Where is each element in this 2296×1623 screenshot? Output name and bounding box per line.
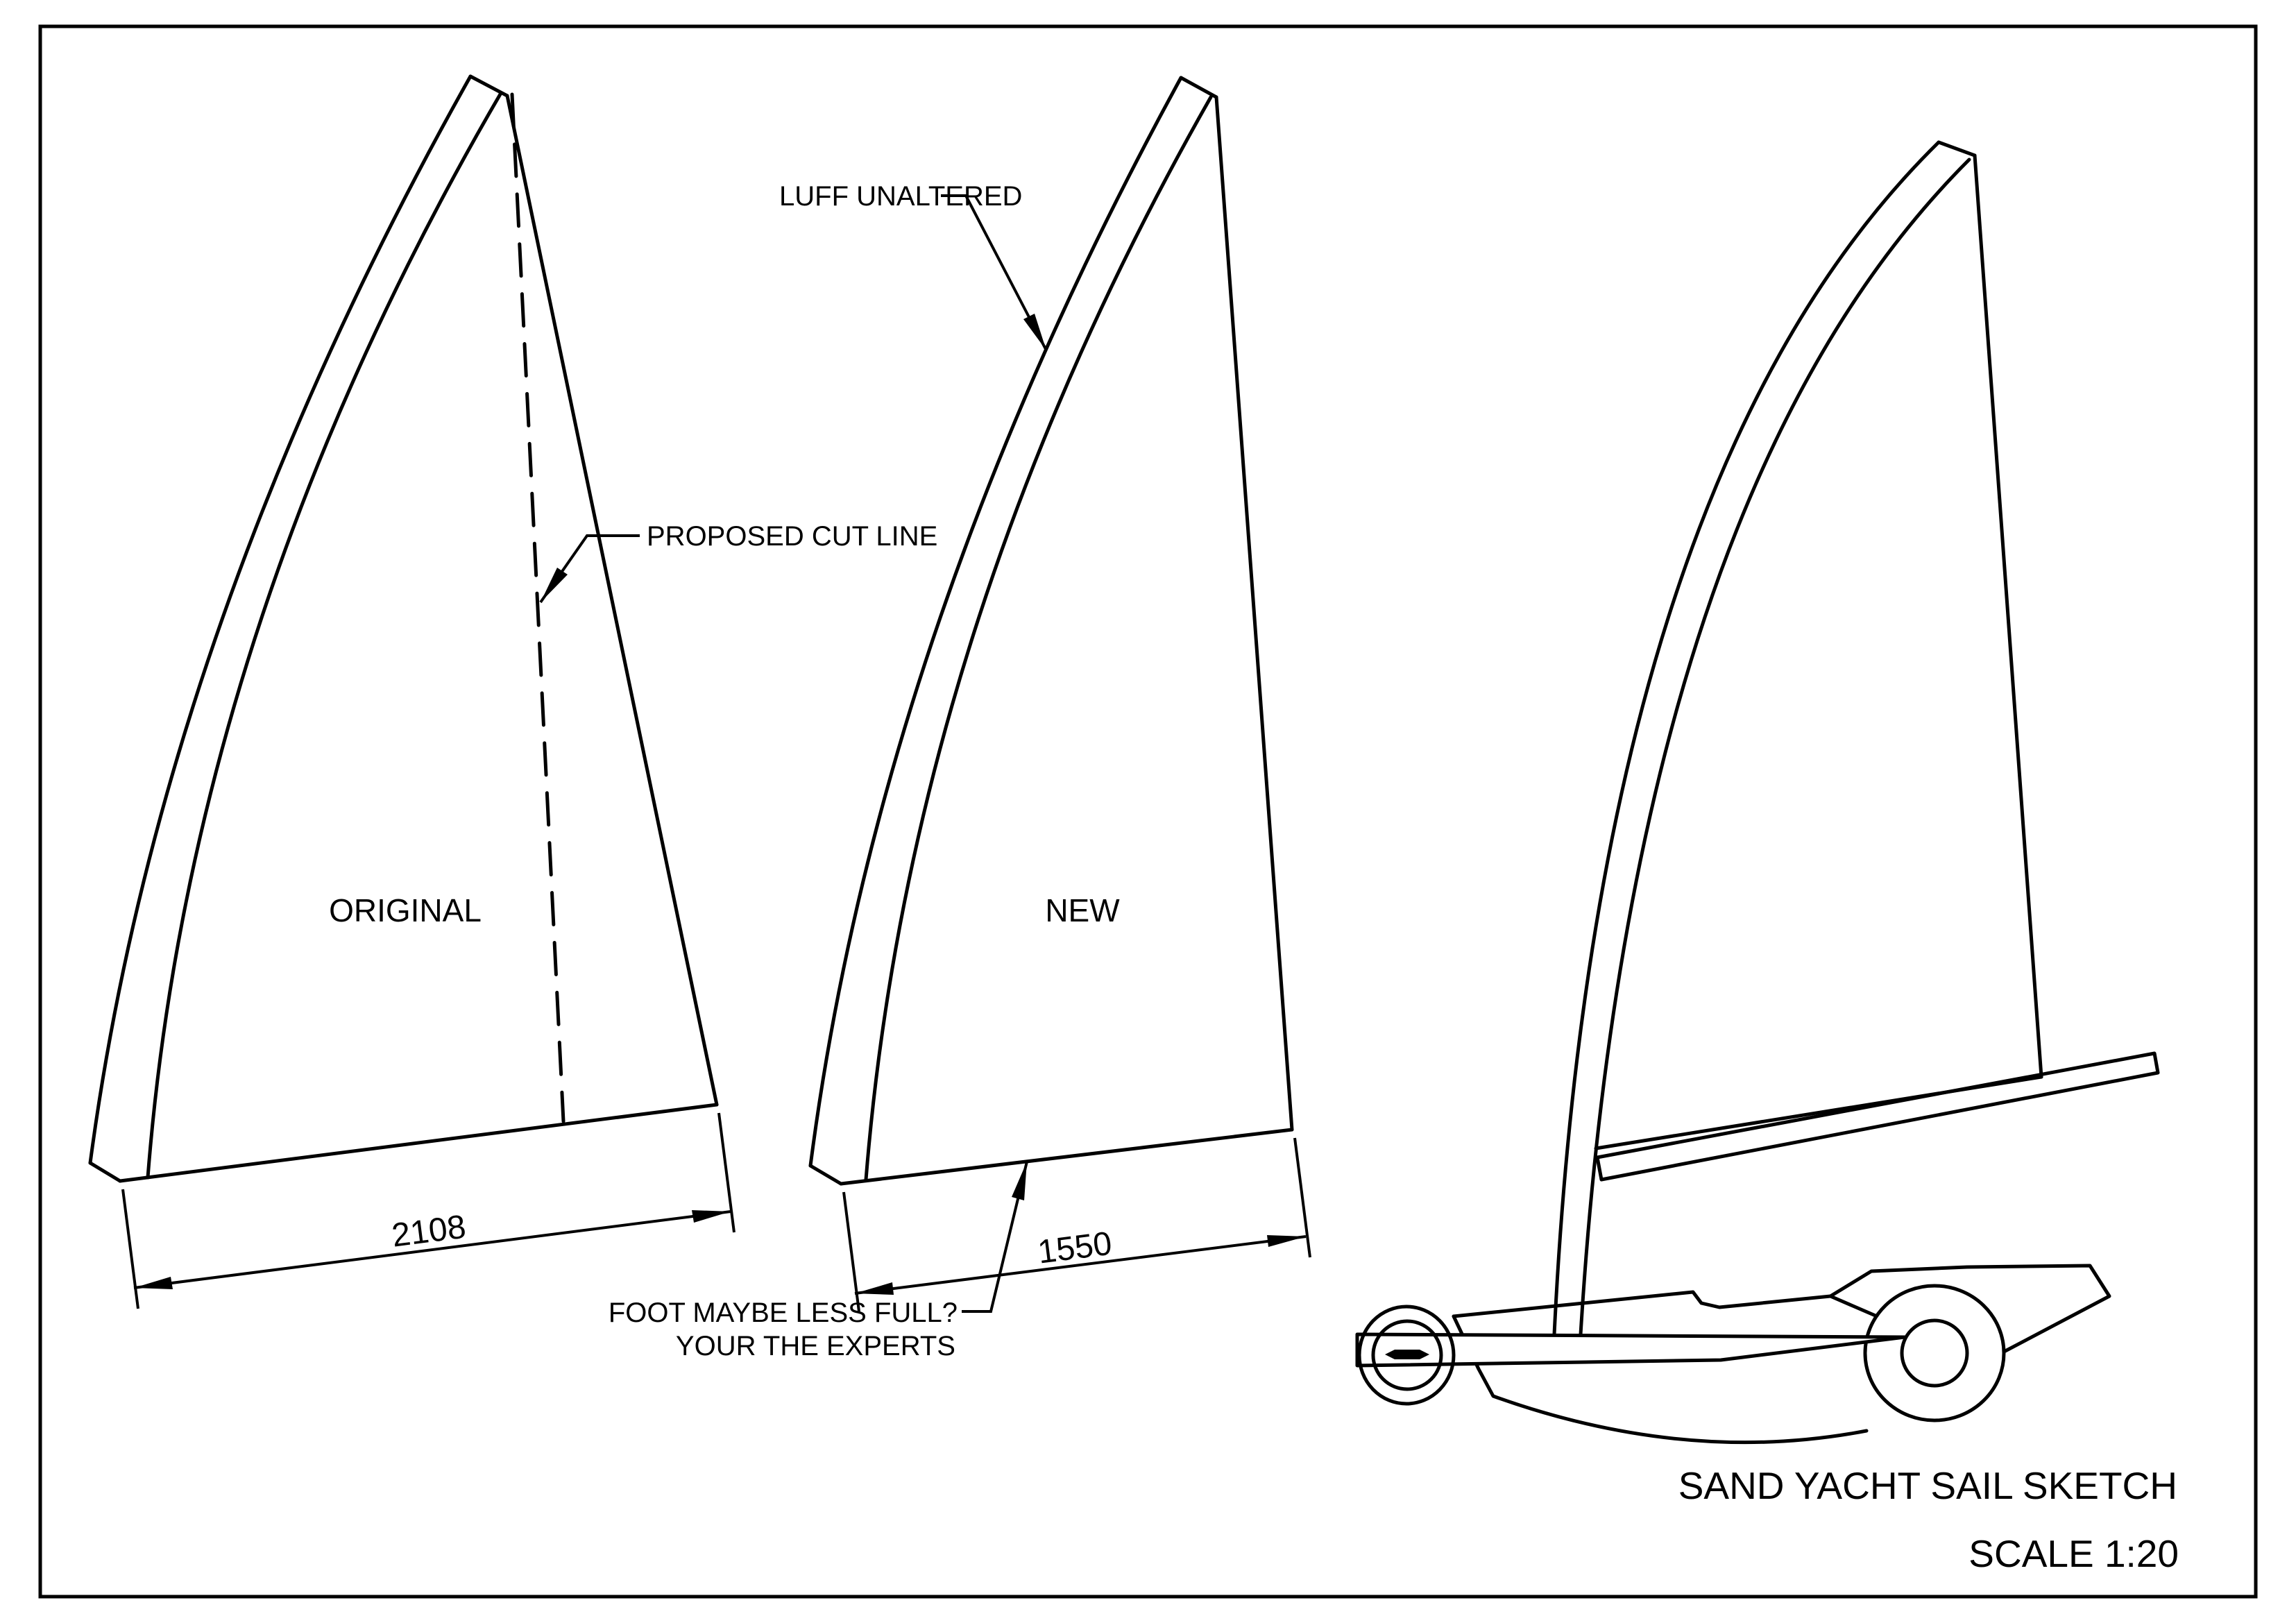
yacht-mast-inner bbox=[1579, 158, 1971, 1336]
foot-annotation-line1: FOOT MAYBE LESS FULL? bbox=[609, 1298, 958, 1328]
luff-unaltered-arrow bbox=[1023, 314, 1046, 350]
yacht-hull-deck-and-tail bbox=[1452, 1264, 2111, 1353]
original-sail-label: ORIGINAL bbox=[329, 892, 482, 928]
yacht-hull-bottom bbox=[1452, 1314, 1869, 1445]
original-dim-arrow-right bbox=[692, 1210, 731, 1223]
new-sail bbox=[808, 76, 1294, 1186]
original-leech bbox=[505, 94, 719, 1107]
original-luff-outer bbox=[88, 74, 473, 1165]
new-tack-cap bbox=[808, 1164, 843, 1186]
new-dimension bbox=[842, 1137, 1311, 1312]
original-foot bbox=[118, 1103, 719, 1183]
original-dim-ext-left bbox=[121, 1189, 139, 1309]
new-head-edge bbox=[1179, 76, 1218, 99]
yacht-front-plank bbox=[1355, 1332, 1907, 1368]
foot-annotation-line2: YOUR THE EXPERTS bbox=[676, 1331, 955, 1361]
foot-annotation-leader bbox=[962, 1161, 1028, 1313]
proposed-cut-line-label: PROPOSED CUT LINE bbox=[647, 521, 937, 552]
new-dim-ext-right bbox=[1293, 1137, 1311, 1258]
foot-annotation-arrow bbox=[1012, 1162, 1027, 1200]
yacht-boom bbox=[1595, 1051, 2160, 1182]
proposed-cut-line-arrow bbox=[541, 568, 568, 602]
new-dim-arrow-left bbox=[855, 1282, 894, 1295]
sheet-title: SAND YACHT SAIL SKETCH bbox=[1678, 1464, 2177, 1507]
yacht-sail-leech bbox=[1973, 153, 2043, 1079]
original-dim-arrow-left bbox=[134, 1277, 173, 1289]
new-foot bbox=[839, 1128, 1294, 1186]
new-luff-inner bbox=[864, 95, 1213, 1182]
original-head-edge bbox=[468, 74, 509, 98]
yacht-mast-outer bbox=[1552, 140, 1941, 1336]
new-luff-outer bbox=[808, 76, 1183, 1168]
original-tack-cap bbox=[88, 1161, 122, 1183]
new-dim-ext-left bbox=[842, 1191, 860, 1312]
new-sail-label: NEW bbox=[1045, 892, 1120, 928]
original-dimension bbox=[121, 1112, 735, 1309]
rear-wheel-hub bbox=[1900, 1318, 1969, 1388]
sand-yacht-drawing bbox=[1355, 140, 2160, 1445]
proposed-cut-line-leader bbox=[539, 534, 640, 604]
luff-unaltered-label: LUFF UNALTERED bbox=[779, 181, 1022, 212]
original-dim-ext-right bbox=[717, 1112, 735, 1233]
new-dim-line bbox=[854, 1235, 1307, 1295]
yacht-deck-to-wheel-edge bbox=[1828, 1294, 1884, 1320]
new-dim-arrow-right bbox=[1267, 1235, 1306, 1247]
drawing-border bbox=[38, 24, 2258, 1599]
original-luff-inner bbox=[146, 91, 503, 1180]
luff-unaltered-leader bbox=[941, 194, 1048, 351]
new-foot-dimension-value: 1550 bbox=[1036, 1225, 1114, 1271]
original-sail bbox=[88, 74, 719, 1183]
new-leech bbox=[1214, 95, 1294, 1132]
yacht-sail-head-edge bbox=[1937, 140, 1977, 158]
front-wheel-inner bbox=[1371, 1319, 1443, 1391]
sheet-scale: SCALE 1:20 bbox=[1968, 1532, 2179, 1575]
front-wheel bbox=[1357, 1305, 1456, 1406]
front-axle-marker bbox=[1385, 1350, 1429, 1359]
original-dim-line bbox=[133, 1210, 731, 1289]
original-proposed-cut-line-dashed bbox=[510, 92, 566, 1123]
